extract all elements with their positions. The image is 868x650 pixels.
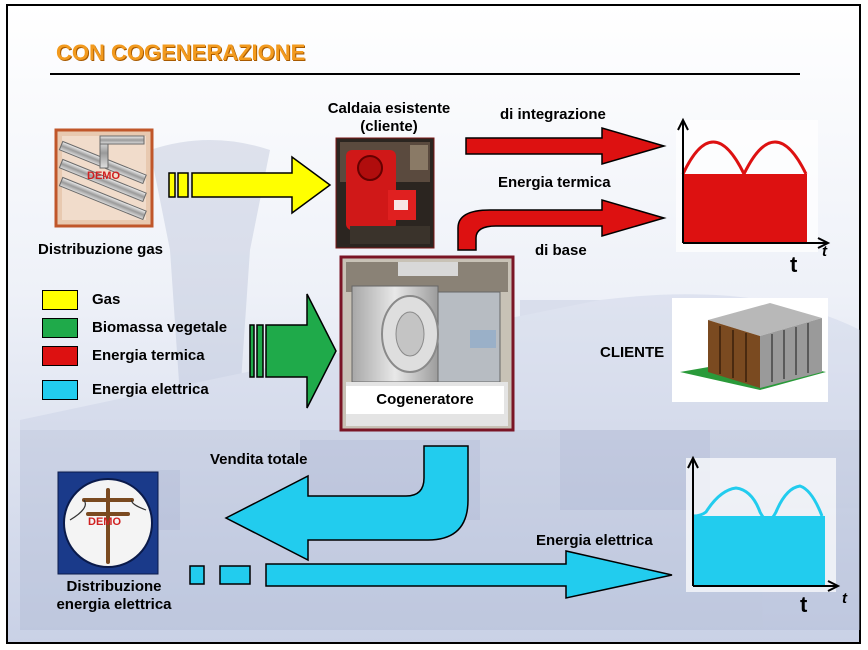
legend-swatch-biomass	[42, 318, 78, 338]
electric-peak-curve	[692, 484, 824, 522]
legend-label-electric: Energia elettrica	[92, 381, 209, 398]
base-label: di base	[535, 242, 587, 259]
thermal-energy-label: Energia termica	[498, 174, 611, 191]
biomass-arrow	[249, 293, 337, 409]
building-icon	[672, 298, 828, 402]
electric-t-label: t	[800, 592, 808, 617]
thermal-t-label: t	[790, 252, 798, 277]
electric-t-axis-label: t	[842, 590, 847, 607]
power-pole-icon	[57, 471, 159, 575]
boiler-photo	[335, 137, 435, 249]
integration-label: di integrazione	[500, 106, 606, 123]
electric-energy-label: Energia elettrica	[536, 532, 653, 549]
legend-swatch-gas	[42, 290, 78, 310]
slide-title: CON COGENERAZIONE	[56, 40, 306, 65]
electric-sale-arrow	[224, 445, 469, 562]
thermal-t-axis-label: t	[822, 243, 827, 260]
thermal-base-arrow	[457, 199, 667, 251]
boiler-label: Caldaia esistente (cliente)	[327, 100, 451, 135]
legend-label-gas: Gas	[92, 291, 121, 308]
electric-distribution-arrow	[189, 550, 673, 599]
thermal-base-load-area	[683, 174, 807, 243]
client-label: CLIENTE	[600, 344, 665, 361]
cogenerator-label: Cogeneratore	[346, 386, 504, 414]
total-sale-label: Vendita totale	[210, 451, 308, 468]
thermal-peak-curve	[681, 140, 808, 178]
legend-swatch-thermal	[42, 346, 78, 366]
demo-watermark-gas: DEMO	[87, 170, 120, 182]
gas-arrow	[168, 155, 332, 215]
thermal-integration-arrow	[465, 127, 667, 165]
electric-load-chart	[686, 455, 841, 592]
electric-distribution-label: Distribuzione energia elettrica	[56, 578, 172, 613]
legend-label-thermal: Energia termica	[92, 347, 205, 364]
thermal-load-chart	[676, 117, 831, 252]
legend-swatch-electric	[42, 380, 78, 400]
legend-label-biomass: Biomassa vegetale	[92, 319, 228, 336]
demo-watermark-power: DEMO	[88, 516, 121, 528]
gas-pipes-icon	[54, 128, 154, 228]
electric-base-load-area	[693, 516, 825, 586]
gas-distribution-label: Distribuzione gas	[38, 241, 164, 258]
